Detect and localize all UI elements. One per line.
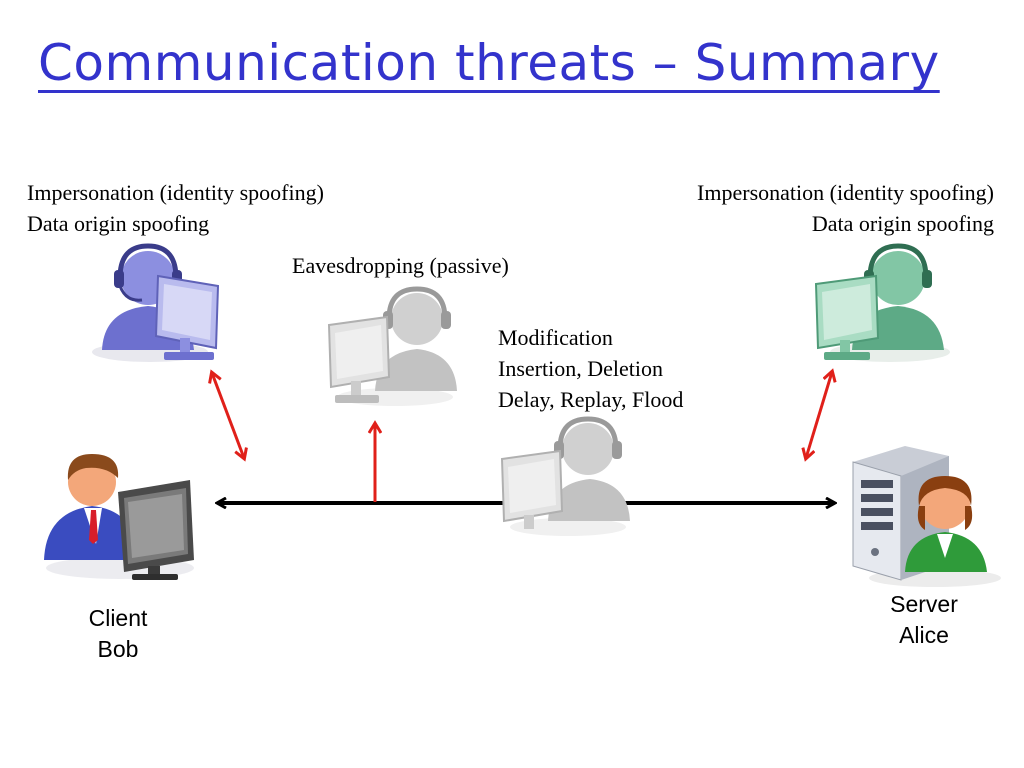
server-name: Alice	[899, 622, 949, 648]
eavesdropping-label: Eavesdropping (passive)	[292, 253, 509, 278]
page-title: Communication threats – Summary	[38, 34, 940, 92]
right-threat-label: Impersonation (identity spoofing) Data o…	[697, 177, 994, 239]
left-threat-line1: Impersonation (identity spoofing)	[27, 180, 324, 205]
modification-line3: Delay, Replay, Flood	[498, 387, 684, 412]
modification-line2: Insertion, Deletion	[498, 356, 663, 381]
left-threat-line2: Data origin spoofing	[27, 211, 210, 236]
headset-attacker-left-icon	[92, 243, 220, 362]
eavesdropper-icon	[327, 286, 457, 406]
modification-label: Modification Insertion, Deletion Delay, …	[498, 322, 683, 415]
impersonation-arrow-right	[806, 372, 832, 458]
impersonation-arrow-left	[212, 373, 244, 458]
modifier-attacker-icon	[500, 416, 630, 536]
modification-line1: Modification	[498, 325, 613, 350]
client-computer-user-icon	[44, 454, 194, 580]
left-threat-label: Impersonation (identity spoofing) Data o…	[27, 177, 324, 239]
headset-attacker-right-icon	[814, 243, 950, 362]
client-role: Client	[88, 605, 148, 631]
server-role: Server	[890, 591, 958, 617]
client-label: Client Bob	[73, 603, 163, 665]
server-label: Server Alice	[879, 589, 969, 651]
server-tower-icon	[852, 446, 1001, 587]
right-threat-line1: Impersonation (identity spoofing)	[697, 180, 994, 205]
client-name: Bob	[97, 636, 139, 662]
right-threat-line2: Data origin spoofing	[811, 211, 994, 236]
